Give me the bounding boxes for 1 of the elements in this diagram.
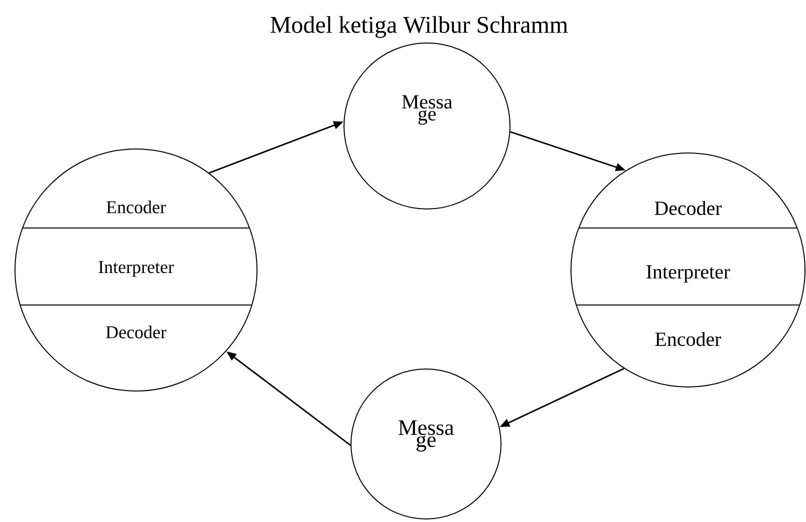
title: Model ketiga Wilbur Schramm [270,16,568,38]
